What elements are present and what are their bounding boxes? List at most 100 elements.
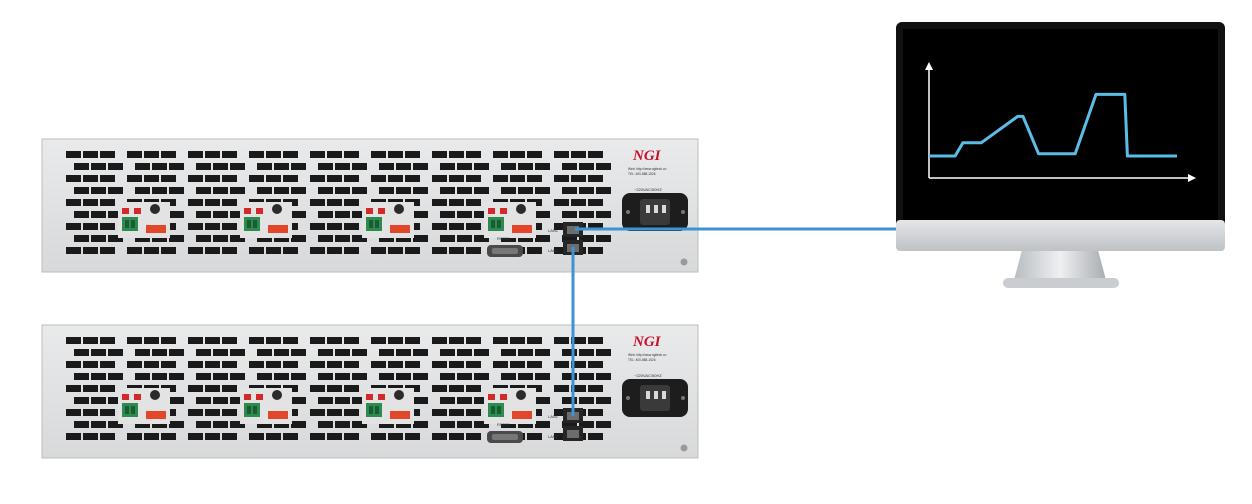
vent-slot — [510, 151, 525, 158]
vent-slot — [352, 187, 367, 194]
vent-slot — [222, 337, 237, 344]
indicator-red — [366, 394, 373, 400]
vent-slot — [579, 211, 594, 218]
vent-slot — [91, 397, 106, 404]
vent-slot — [291, 397, 306, 404]
vent-slot — [432, 361, 447, 368]
contact-tel: TEL: 400-888-1526 — [628, 358, 656, 362]
vent-slot — [310, 385, 325, 392]
vent-slot — [501, 421, 516, 428]
vent-slot — [588, 385, 603, 392]
power-inlet-socket — [622, 193, 688, 231]
vent-slot — [318, 421, 333, 428]
vent-slot — [396, 235, 411, 242]
vent-slot — [83, 337, 98, 344]
vent-slot — [457, 235, 472, 242]
vent-slot — [466, 409, 481, 416]
vent-slot — [413, 235, 428, 242]
vent-slot — [432, 151, 447, 158]
vent-slot — [318, 397, 333, 404]
vent-slot — [205, 337, 220, 344]
vent-slot — [371, 337, 386, 344]
indicator-red — [500, 394, 507, 400]
vent-slot — [344, 247, 359, 254]
vent-slot — [100, 199, 115, 206]
vent-slot — [310, 223, 325, 230]
vent-slot — [135, 235, 150, 242]
x-axis-arrow — [1188, 174, 1196, 182]
vent-slot — [291, 373, 306, 380]
vent-slot — [327, 385, 342, 392]
vent-slot — [83, 247, 98, 254]
vent-slot — [205, 433, 220, 440]
vent-slot — [230, 349, 245, 356]
terminal-slot — [131, 406, 135, 414]
vent-slot — [127, 247, 142, 254]
power-rating-label: ~220VAC/50HZ — [634, 187, 662, 192]
vent-slot — [222, 361, 237, 368]
vent-slot — [518, 163, 533, 170]
vent-slot — [257, 373, 272, 380]
vent-slot — [588, 361, 603, 368]
vent-slot — [127, 175, 142, 182]
terminal-block-green — [244, 217, 260, 231]
vent-slot — [449, 247, 464, 254]
vent-slot — [83, 175, 98, 182]
vent-slot — [318, 373, 333, 380]
vent-slot — [527, 433, 542, 440]
knob-icon — [272, 390, 282, 400]
vent-slot — [222, 175, 237, 182]
vent-slot — [152, 421, 167, 428]
vent-slot — [127, 361, 142, 368]
vent-slot — [310, 361, 325, 368]
vent-slot — [440, 397, 455, 404]
contact-web: Web: http://www.ngitech.cn — [628, 167, 667, 171]
vent-slot — [144, 433, 159, 440]
vent-slot — [588, 337, 603, 344]
vent-slot — [169, 397, 184, 404]
indicator-red — [256, 208, 263, 214]
indicator-red — [256, 394, 263, 400]
vent-slot — [100, 151, 115, 158]
vent-slot — [474, 397, 489, 404]
vent-slot — [352, 397, 367, 404]
vent-slot — [371, 361, 386, 368]
vent-slot — [352, 373, 367, 380]
vent-slot — [535, 187, 550, 194]
vent-slot — [335, 235, 350, 242]
terminal-slot — [253, 220, 257, 228]
vent-slot — [554, 223, 569, 230]
vent-slot — [196, 235, 211, 242]
vent-slot — [510, 337, 525, 344]
vent-slot — [83, 223, 98, 230]
vent-slot — [571, 175, 586, 182]
vent-slot — [66, 385, 81, 392]
vent-slot — [108, 235, 123, 242]
vent-slot — [474, 163, 489, 170]
terminal-slot — [369, 220, 373, 228]
vent-slot — [169, 373, 184, 380]
vent-slot — [562, 397, 577, 404]
vent-slot — [205, 361, 220, 368]
vent-slot — [291, 421, 306, 428]
vent-slot — [318, 211, 333, 218]
vent-slot — [371, 247, 386, 254]
vent-slot — [501, 163, 516, 170]
vent-slot — [74, 163, 89, 170]
monitor — [896, 22, 1225, 288]
knob-icon — [394, 204, 404, 214]
indicator-red — [378, 208, 385, 214]
vent-slot — [144, 151, 159, 158]
vent-slot — [379, 187, 394, 194]
terminal-block-red — [268, 225, 288, 233]
terminal-slot — [125, 220, 129, 228]
vent-slot — [335, 349, 350, 356]
vent-slot — [100, 385, 115, 392]
lan1-label: LAN1 — [548, 414, 559, 419]
vent-slot — [188, 433, 203, 440]
vent-slot — [161, 175, 176, 182]
vent-slot — [474, 187, 489, 194]
vent-slot — [352, 163, 367, 170]
vent-slot — [283, 361, 298, 368]
